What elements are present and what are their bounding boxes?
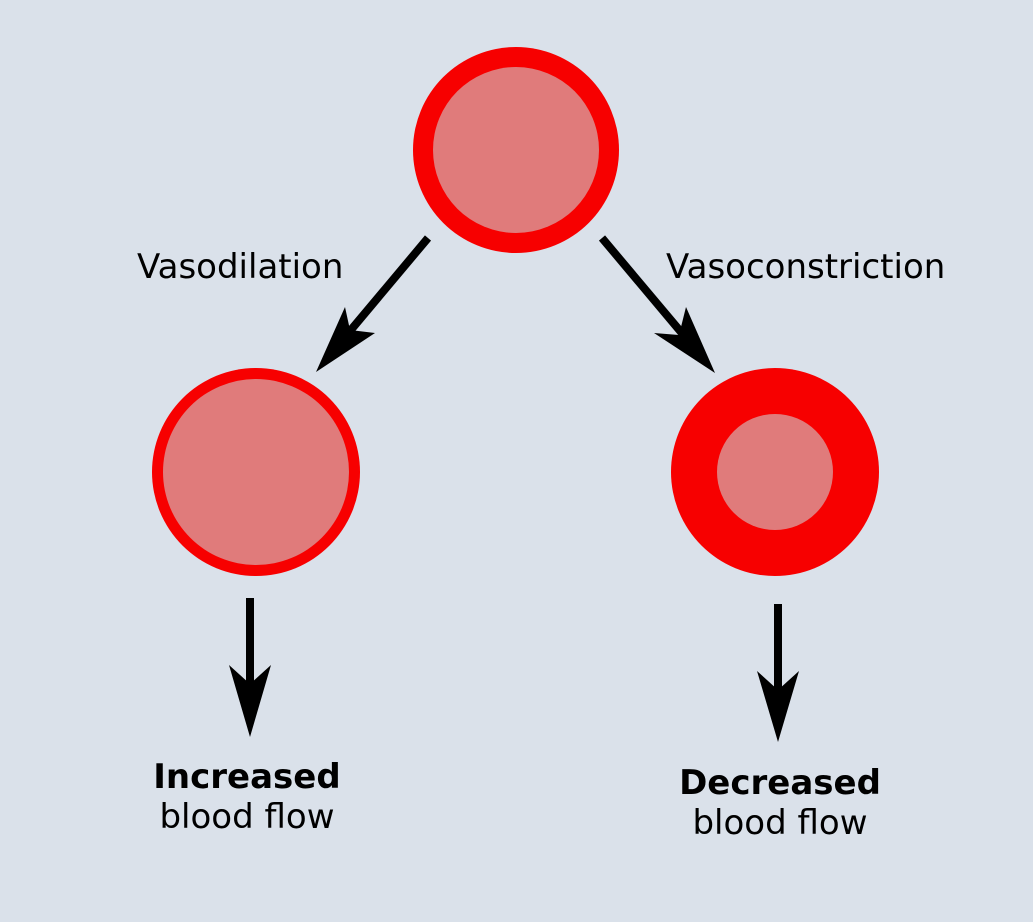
vasoconstriction-arrow [598,235,715,373]
dilated-vessel [152,368,360,576]
increased-flow-arrow [229,598,271,737]
decreased-outcome: Decreased blood flow [630,763,930,843]
decreased-flow-arrow [757,604,799,742]
vasodilation-arrow [316,235,432,372]
increased-outcome-emphasis: Increased [153,757,341,797]
increased-outcome-text: blood flow [159,797,335,837]
normal-vessel [413,47,619,253]
normal-vessel-lumen [433,67,599,233]
increased-outcome: Increased blood flow [97,757,397,837]
decreased-outcome-text: blood flow [692,803,868,843]
vasoconstriction-arrow-head [654,307,715,373]
constricted-vessel [671,368,879,576]
dilated-vessel-lumen [163,379,349,565]
vasodilation-arrow-shaft [341,235,432,340]
increased-flow-arrow-head [229,665,271,737]
constricted-vessel-lumen [717,414,833,530]
decreased-outcome-emphasis: Decreased [679,763,881,803]
vasoconstriction-label: Vasoconstriction [666,247,946,287]
vasoconstriction-arrow-shaft [598,235,690,341]
decreased-flow-arrow-head [757,671,799,742]
vasodilation-label: Vasodilation [137,247,344,287]
vasodilation-arrow-head [316,307,375,372]
